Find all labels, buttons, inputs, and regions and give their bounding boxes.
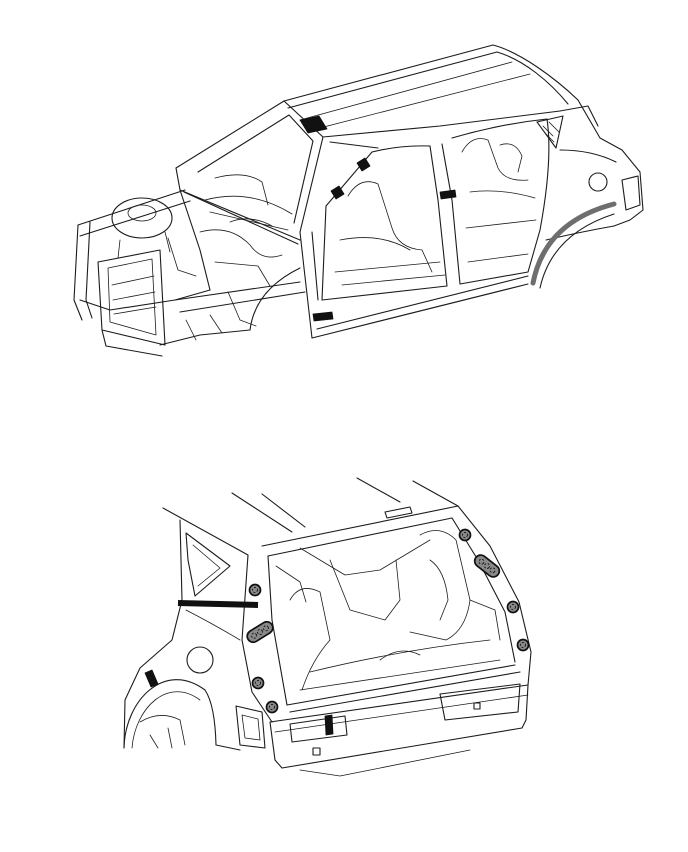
weld-point-cluster xyxy=(246,620,274,644)
upper-body-marks xyxy=(299,115,457,322)
rear-quarter xyxy=(530,99,644,289)
weld-point xyxy=(506,600,520,614)
rear-header-bracket xyxy=(384,506,413,519)
left-lamp-recess xyxy=(289,715,348,743)
windshield-frame xyxy=(175,100,324,233)
roof-panel xyxy=(283,44,579,138)
hatch-opening xyxy=(241,505,532,723)
rear-back-panel xyxy=(269,683,529,777)
rear-roof xyxy=(162,477,459,557)
left-d-pillar-inner xyxy=(267,555,288,706)
weld-point xyxy=(516,638,530,652)
right-lamp-recess xyxy=(439,683,521,721)
body-side-view xyxy=(73,44,644,357)
rear-body-marks xyxy=(144,600,334,736)
rear-reflector-pocket xyxy=(235,705,266,749)
a-pillar-upper-mark xyxy=(356,157,371,172)
right-d-pillar-outer xyxy=(457,505,532,686)
back-panel-mark xyxy=(324,714,334,736)
front-structure xyxy=(73,167,306,357)
roof-header-mark xyxy=(299,115,328,134)
interior-structure xyxy=(334,138,537,286)
wheel-arch-mark xyxy=(144,669,159,688)
left-d-pillar-outer xyxy=(241,554,273,723)
back-panel-hole-left xyxy=(312,747,321,756)
sill-mark xyxy=(312,311,334,322)
fuel-lid xyxy=(186,646,214,674)
weld-point xyxy=(251,676,265,690)
left-quarter-panel xyxy=(123,519,266,751)
b-pillar-mark xyxy=(439,189,457,200)
body-rear-view xyxy=(123,477,532,777)
b-pillar-front-edge xyxy=(429,145,448,287)
door-openings xyxy=(299,118,550,339)
weld-point-cluster xyxy=(473,554,501,578)
weld-point xyxy=(265,700,279,714)
rear-wheel-arch-highlight xyxy=(530,201,617,286)
a-pillar-lower-mark xyxy=(330,185,345,200)
rear-quarter-window xyxy=(185,532,231,597)
rear-wheel-arch xyxy=(123,679,217,749)
strut-tower xyxy=(111,197,173,239)
b-pillar-rear-edge xyxy=(441,143,461,285)
radiator-support xyxy=(97,249,166,346)
rear-lamp-pocket xyxy=(621,175,641,211)
weld-points xyxy=(246,528,530,714)
weld-point xyxy=(248,583,262,597)
weld-point xyxy=(458,528,472,542)
fuel-lid xyxy=(588,172,608,192)
cargo-interior xyxy=(275,530,501,691)
quarter-panel-cut-bar xyxy=(177,600,259,608)
back-panel-hole-right xyxy=(473,702,481,710)
